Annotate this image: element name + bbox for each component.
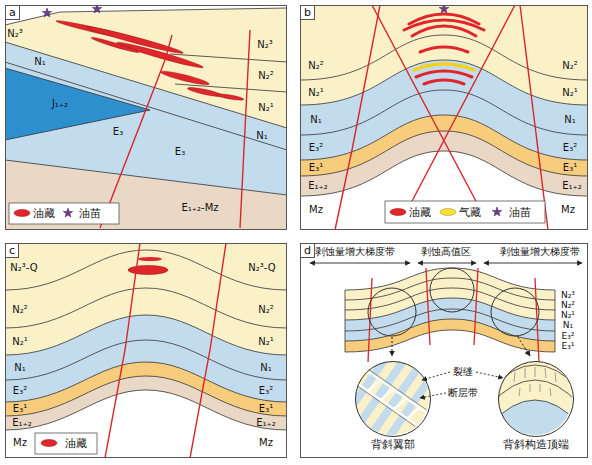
- layer-label: N₁: [256, 131, 268, 141]
- layer-label: N₂¹: [561, 311, 575, 320]
- layer-label: E₃: [113, 127, 123, 137]
- layer-label: Mz: [259, 438, 273, 448]
- layer-label: J₁₊₂: [52, 99, 68, 109]
- layer-label: E₃¹: [562, 342, 575, 351]
- layer-label: E₁₊₂: [308, 181, 328, 191]
- layer-label: E₃²: [13, 386, 27, 396]
- layer-label: N₁: [310, 115, 322, 125]
- layer-label: E₃²: [309, 143, 323, 153]
- circle-caption: 背斜翼部: [371, 438, 415, 451]
- layer-label: N₂¹: [12, 337, 28, 347]
- panel-letter: b: [301, 6, 315, 20]
- layer-label: N₂³: [257, 40, 273, 50]
- layer-label: E₃²: [563, 143, 577, 153]
- legend-text: 油苗: [509, 207, 531, 218]
- legend-text: 油藏: [409, 207, 431, 218]
- legend-text: 气藏: [459, 207, 481, 218]
- layer-label: Mz: [13, 438, 27, 448]
- figure-panel: b: [300, 5, 588, 230]
- layer-label: E₃¹: [259, 404, 273, 414]
- circle-caption: 背斜构造顶端: [503, 438, 569, 451]
- layer-label: N₂²: [562, 61, 578, 71]
- layer-label: 剥蚀高值区: [421, 247, 471, 257]
- layer-label: E₃²: [562, 332, 575, 341]
- layer-label: E₃²: [259, 386, 273, 396]
- layer-label: N₂³-Q: [248, 263, 275, 273]
- layer-label: E₁₊₂: [562, 181, 582, 191]
- layer-label: E₃: [175, 147, 185, 157]
- layer-label: N₂¹: [258, 337, 274, 347]
- layer-label: N₂¹: [562, 88, 578, 98]
- layer-label: 剥蚀量增大梯度带: [315, 247, 395, 257]
- legend-text: 油藏: [33, 208, 55, 219]
- layer-label: 剥蚀量增大梯度带: [500, 247, 580, 257]
- panel-a-section: [5, 5, 287, 230]
- layer-label: N₂²: [561, 301, 575, 310]
- panel-c-section: [5, 243, 287, 458]
- layer-label: N₂¹: [258, 103, 274, 113]
- layer-label: N₁: [14, 363, 26, 373]
- legend-text: 油藏: [65, 438, 87, 449]
- legend-text: 油苗: [79, 208, 101, 219]
- figure-panel: d背斜翼部背斜构造顶端: [300, 243, 588, 458]
- layer-label: N₁: [260, 363, 272, 373]
- layer-label: N₂²: [308, 61, 324, 71]
- figure-panel: c: [5, 243, 287, 458]
- layer-label: 断层带: [448, 388, 478, 398]
- layer-label: E₁₊₂: [256, 418, 276, 428]
- layer-label: N₁: [564, 115, 576, 125]
- magnified-circle: 背斜翼部: [355, 361, 431, 437]
- panel-d-section: [310, 260, 582, 465]
- layer-label: N₂³: [7, 29, 23, 39]
- layer-label: E₃¹: [13, 404, 27, 414]
- layer-label: Mz: [561, 205, 575, 215]
- panel-b-section: [300, 5, 588, 230]
- layer-label: N₂²: [12, 305, 28, 315]
- layer-label: N₂³-Q: [10, 263, 37, 273]
- panel-letter: d: [301, 244, 315, 258]
- layer-label: N₂²: [258, 305, 274, 315]
- layer-label: 裂缝: [453, 367, 473, 377]
- panel-letter: a: [6, 6, 20, 20]
- panel-letter: c: [6, 244, 19, 258]
- layer-label: N₂¹: [308, 88, 324, 98]
- layer-label: E₁₊₂: [12, 418, 32, 428]
- layer-label: E₃¹: [309, 163, 323, 173]
- layer-label: N₁: [563, 321, 573, 330]
- magnified-circle: 背斜构造顶端: [498, 361, 574, 437]
- layer-label: N₂²: [258, 71, 274, 81]
- figure-panel: a: [5, 5, 287, 230]
- layer-label: E₁₊₂-Mz: [181, 203, 218, 213]
- layer-label: N₁: [34, 57, 46, 67]
- layer-label: N₂³: [561, 291, 575, 300]
- layer-label: Mz: [309, 205, 323, 215]
- layer-label: E₃¹: [563, 163, 577, 173]
